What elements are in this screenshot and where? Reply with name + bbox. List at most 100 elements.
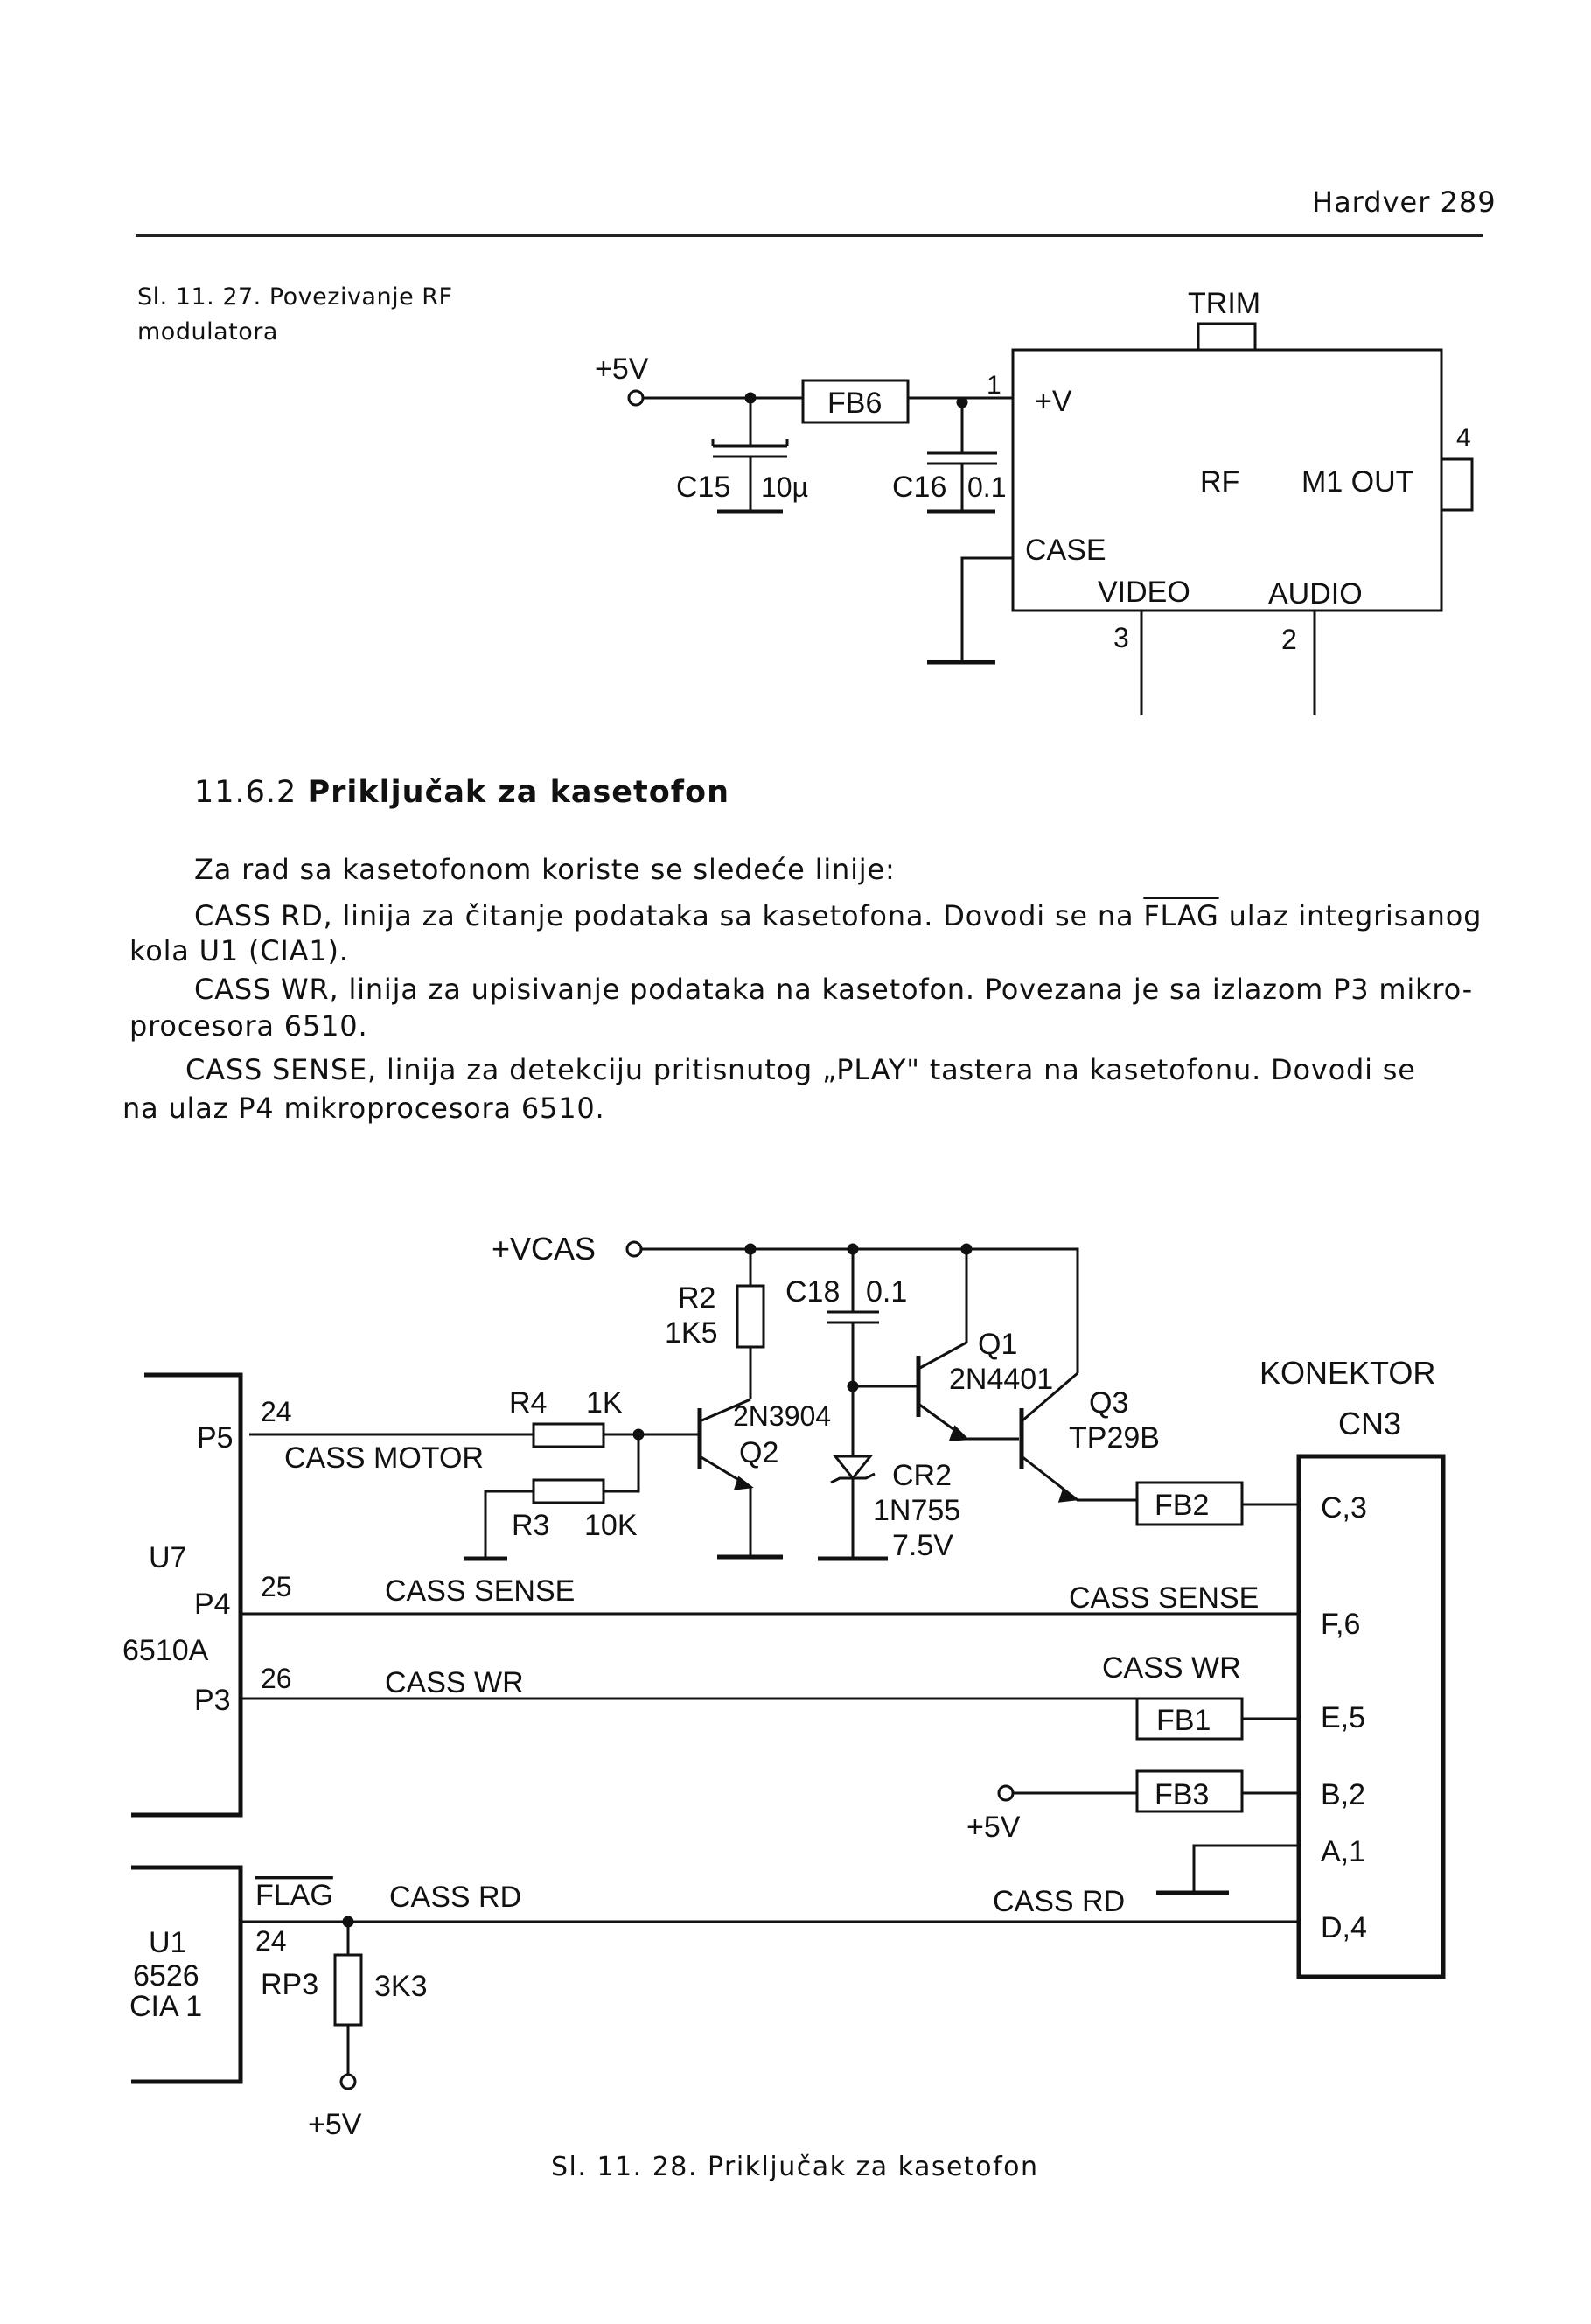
case-label: CASE: [1025, 534, 1106, 567]
pin24-label: 24: [261, 1396, 292, 1427]
c15-value: 10µ: [761, 471, 808, 503]
vcas-label: +VCAS: [492, 1231, 596, 1267]
cass-wr-right-label: CASS WR: [1102, 1651, 1241, 1685]
rf-label: RF: [1200, 465, 1239, 499]
pin24b-label: 24: [255, 1925, 287, 1957]
u1-label: U1: [149, 1926, 186, 1959]
vcas-terminal: [625, 1240, 643, 1258]
figure2-caption: Sl. 11. 28. Priključak za kasetofon: [551, 2152, 1039, 2182]
paragraph-cass-sense-continued: na ulaz P4 mikroprocesora 6510.: [122, 1092, 605, 1125]
cass-sense-right-label: CASS SENSE: [1069, 1581, 1259, 1615]
pin-e5-label: E,5: [1321, 1701, 1365, 1734]
cn3-label: CN3: [1338, 1406, 1401, 1441]
cass-rd-left-label: CASS RD: [389, 1881, 521, 1914]
c18-label: C18: [785, 1275, 840, 1309]
plus-v-label: +V: [1035, 385, 1072, 418]
pin3-label: 3: [1113, 622, 1129, 653]
paragraph-cass-rd-text-b: ulaz integrisanog: [1218, 899, 1483, 932]
cass-wr-left-label: CASS WR: [385, 1666, 524, 1699]
c16-value: 0.1: [967, 471, 1006, 503]
cr2-label: CR2: [892, 1459, 952, 1492]
plus5v-mid-label: +5V: [966, 1811, 1021, 1844]
pin4-label: 4: [1456, 423, 1471, 452]
q1-label: Q1: [978, 1328, 1017, 1361]
trim-pot: [1197, 322, 1257, 352]
video-label: VIDEO: [1098, 576, 1190, 609]
paragraph-cass-wr-continued: procesora 6510.: [129, 1009, 368, 1043]
p5-label: P5: [197, 1421, 234, 1455]
intro-paragraph: Za rad sa kasetofonom koriste se sledeće…: [194, 853, 896, 886]
zener-diode: [832, 1455, 874, 1481]
cn3-connector: [1296, 1454, 1446, 1979]
pin25-label: 25: [261, 1571, 292, 1602]
plus5v-mid-terminal: [997, 1784, 1015, 1802]
cass-motor-label: CASS MOTOR: [284, 1441, 484, 1475]
pin-b2-label: B,2: [1321, 1778, 1365, 1811]
flag-label: FLAG: [255, 1879, 333, 1912]
cass-sense-left-label: CASS SENSE: [385, 1574, 575, 1608]
konektor-label: KONEKTOR: [1260, 1355, 1435, 1391]
r3-value: 10K: [584, 1509, 638, 1542]
plus5v-bottom-label: +5V: [308, 2108, 362, 2141]
u7-label: U7: [149, 1541, 186, 1574]
section-heading: 11.6.2 Priključak za kasetofon: [194, 775, 729, 810]
p3-label: P3: [194, 1684, 231, 1717]
cass-rd-right-label: CASS RD: [993, 1885, 1125, 1918]
section-title: Priključak za kasetofon: [307, 775, 729, 810]
cr2-value: 7.5V: [892, 1529, 953, 1562]
cr2-type: 1N755: [873, 1494, 960, 1527]
pin-a1-label: A,1: [1321, 1835, 1365, 1868]
p4-label: P4: [194, 1588, 231, 1621]
r4-value: 1K: [586, 1386, 623, 1420]
c16-label: C16: [892, 471, 946, 504]
pin-c3-label: C,3: [1321, 1491, 1367, 1525]
paragraph-cass-rd-text-a: CASS RD, linija za čitanje podataka sa k…: [194, 899, 1144, 932]
paragraph-cass-rd: CASS RD, linija za čitanje podataka sa k…: [194, 899, 1482, 932]
fb3-ferrite: [1135, 1769, 1244, 1813]
paragraph-cass-rd-continued: kola U1 (CIA1).: [129, 934, 349, 967]
u7-type-label: 6510A: [122, 1634, 209, 1667]
supply-label: +5V: [595, 352, 649, 386]
section-number: 11.6.2: [194, 775, 297, 810]
flag-signal-name: FLAG: [1143, 899, 1219, 932]
c18-value: 0.1: [866, 1275, 907, 1309]
r3-resistor: [532, 1478, 605, 1504]
figure1-caption: Sl. 11. 27. Povezivanje RF modulatora: [137, 283, 453, 345]
r4-label: R4: [509, 1386, 547, 1420]
q2-type: 2N3904: [733, 1400, 831, 1432]
pin2-label: 2: [1281, 624, 1297, 655]
pin-d4-label: D,4: [1321, 1911, 1367, 1944]
r4-resistor: [532, 1422, 605, 1448]
paragraph-cass-wr: CASS WR, linija za upisivanje podataka n…: [194, 973, 1473, 1006]
pin26-label: 26: [261, 1663, 292, 1694]
fb3-label: FB3: [1155, 1778, 1209, 1811]
r3-label: R3: [512, 1509, 549, 1542]
trim-label: TRIM: [1188, 287, 1260, 320]
header-rule: [136, 234, 1483, 237]
rp3-value: 3K3: [374, 1970, 428, 2003]
fb6-ferrite: [801, 379, 910, 424]
m1out-label: M1 OUT: [1301, 465, 1413, 499]
u1-name-label: CIA 1: [129, 1990, 202, 2023]
pin1-label: 1: [987, 371, 1001, 400]
u1-type-label: 6526: [133, 1959, 199, 1992]
r2-value: 1K5: [665, 1316, 718, 1350]
plus5v-bottom-terminal: [339, 2073, 357, 2090]
q3-label: Q3: [1089, 1386, 1128, 1420]
fb6-label: FB6: [827, 387, 882, 420]
pin-f6-label: F,6: [1321, 1608, 1360, 1641]
q3-type: TP29B: [1069, 1421, 1160, 1455]
q2-label: Q2: [739, 1436, 778, 1469]
r2-label: R2: [678, 1281, 715, 1315]
rp3-label: RP3: [261, 1968, 318, 2001]
q1-type: 2N4401: [949, 1363, 1053, 1396]
fb1-label: FB1: [1156, 1704, 1211, 1737]
fb2-label: FB2: [1155, 1489, 1209, 1522]
r2-resistor: [736, 1284, 765, 1349]
paragraph-cass-sense: CASS SENSE, linija za detekciju pritisnu…: [185, 1053, 1416, 1086]
c15-label: C15: [676, 471, 730, 504]
rp3-resistor: [333, 1953, 363, 2027]
audio-label: AUDIO: [1268, 577, 1363, 611]
